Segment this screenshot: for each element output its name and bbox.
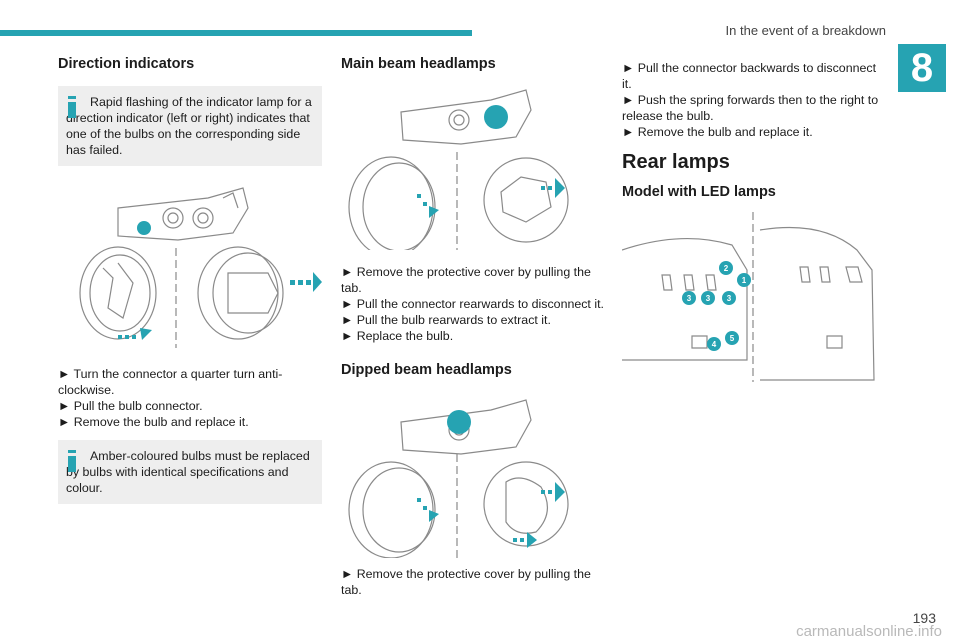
- step-item: ► Replace the bulb.: [341, 329, 454, 343]
- step-item: ► Pull the connector rearwards to discon…: [341, 297, 604, 311]
- steps-dipped-beam-continued: ► Pull the connector backwards to discon…: [622, 60, 886, 140]
- step-item: ► Remove the protective cover by pulling…: [341, 265, 591, 295]
- step-item: ► Pull the bulb connector.: [58, 399, 203, 413]
- note-text: Amber-coloured bulbs must be replaced by…: [66, 449, 310, 495]
- callout-number: 2: [724, 264, 729, 273]
- header-accent-bar: [0, 30, 472, 36]
- callout-number: 1: [742, 276, 747, 285]
- step-item: ► Remove the bulb and replace it.: [58, 415, 249, 429]
- main-beam-illustration: [348, 89, 569, 250]
- steps-dipped-beam: ► Remove the protective cover by pulling…: [341, 566, 606, 598]
- dipped-beam-illustration: [348, 399, 569, 558]
- section-title-led-lamps: Model with LED lamps: [622, 184, 776, 200]
- indicator-bulb-illustration: [79, 187, 322, 348]
- step-item: ► Turn the connector a quarter turn anti…: [58, 367, 283, 397]
- callout-number: 3: [687, 294, 692, 303]
- info-icon: [68, 96, 76, 118]
- watermark: carmanualsonline.info: [796, 623, 942, 640]
- running-head: In the event of a breakdown: [725, 23, 886, 38]
- section-title-rear-lamps: Rear lamps: [622, 151, 730, 173]
- section-title-direction-indicators: Direction indicators: [58, 56, 195, 72]
- note-text: Rapid flashing of the indicator lamp for…: [66, 95, 312, 157]
- chapter-badge: 8: [898, 44, 946, 92]
- page-number: 193: [912, 610, 936, 626]
- column-rear-lamps: ► Pull the connector backwards to discon…: [622, 56, 886, 382]
- callout-number: 3: [706, 294, 711, 303]
- column-headlamps: Main beam headlamps ► Remove the protect…: [341, 56, 606, 598]
- step-item: ► Remove the protective cover by pulling…: [341, 567, 591, 597]
- section-title-main-beam: Main beam headlamps: [341, 56, 496, 72]
- step-item: ► Pull the connector backwards to discon…: [622, 61, 877, 91]
- column-direction-indicators: Direction indicators Rapid flashing of t…: [58, 56, 322, 504]
- step-item: ► Push the spring forwards then to the r…: [622, 93, 879, 123]
- section-title-dipped-beam: Dipped beam headlamps: [341, 362, 512, 378]
- info-note: Amber-coloured bulbs must be replaced by…: [58, 440, 322, 504]
- callout-number: 3: [727, 294, 732, 303]
- steps-direction-indicators: ► Turn the connector a quarter turn anti…: [58, 366, 322, 430]
- rear-led-lamps-illustration: 2 1 3 3 3 4 5: [622, 212, 875, 382]
- callout-number: 4: [712, 340, 717, 349]
- steps-main-beam: ► Remove the protective cover by pulling…: [341, 264, 606, 344]
- step-item: ► Pull the bulb rearwards to extract it.: [341, 313, 551, 327]
- callout-number: 5: [730, 334, 735, 343]
- info-icon: [68, 450, 76, 472]
- step-item: ► Remove the bulb and replace it.: [622, 125, 813, 139]
- info-note: Rapid flashing of the indicator lamp for…: [58, 86, 322, 166]
